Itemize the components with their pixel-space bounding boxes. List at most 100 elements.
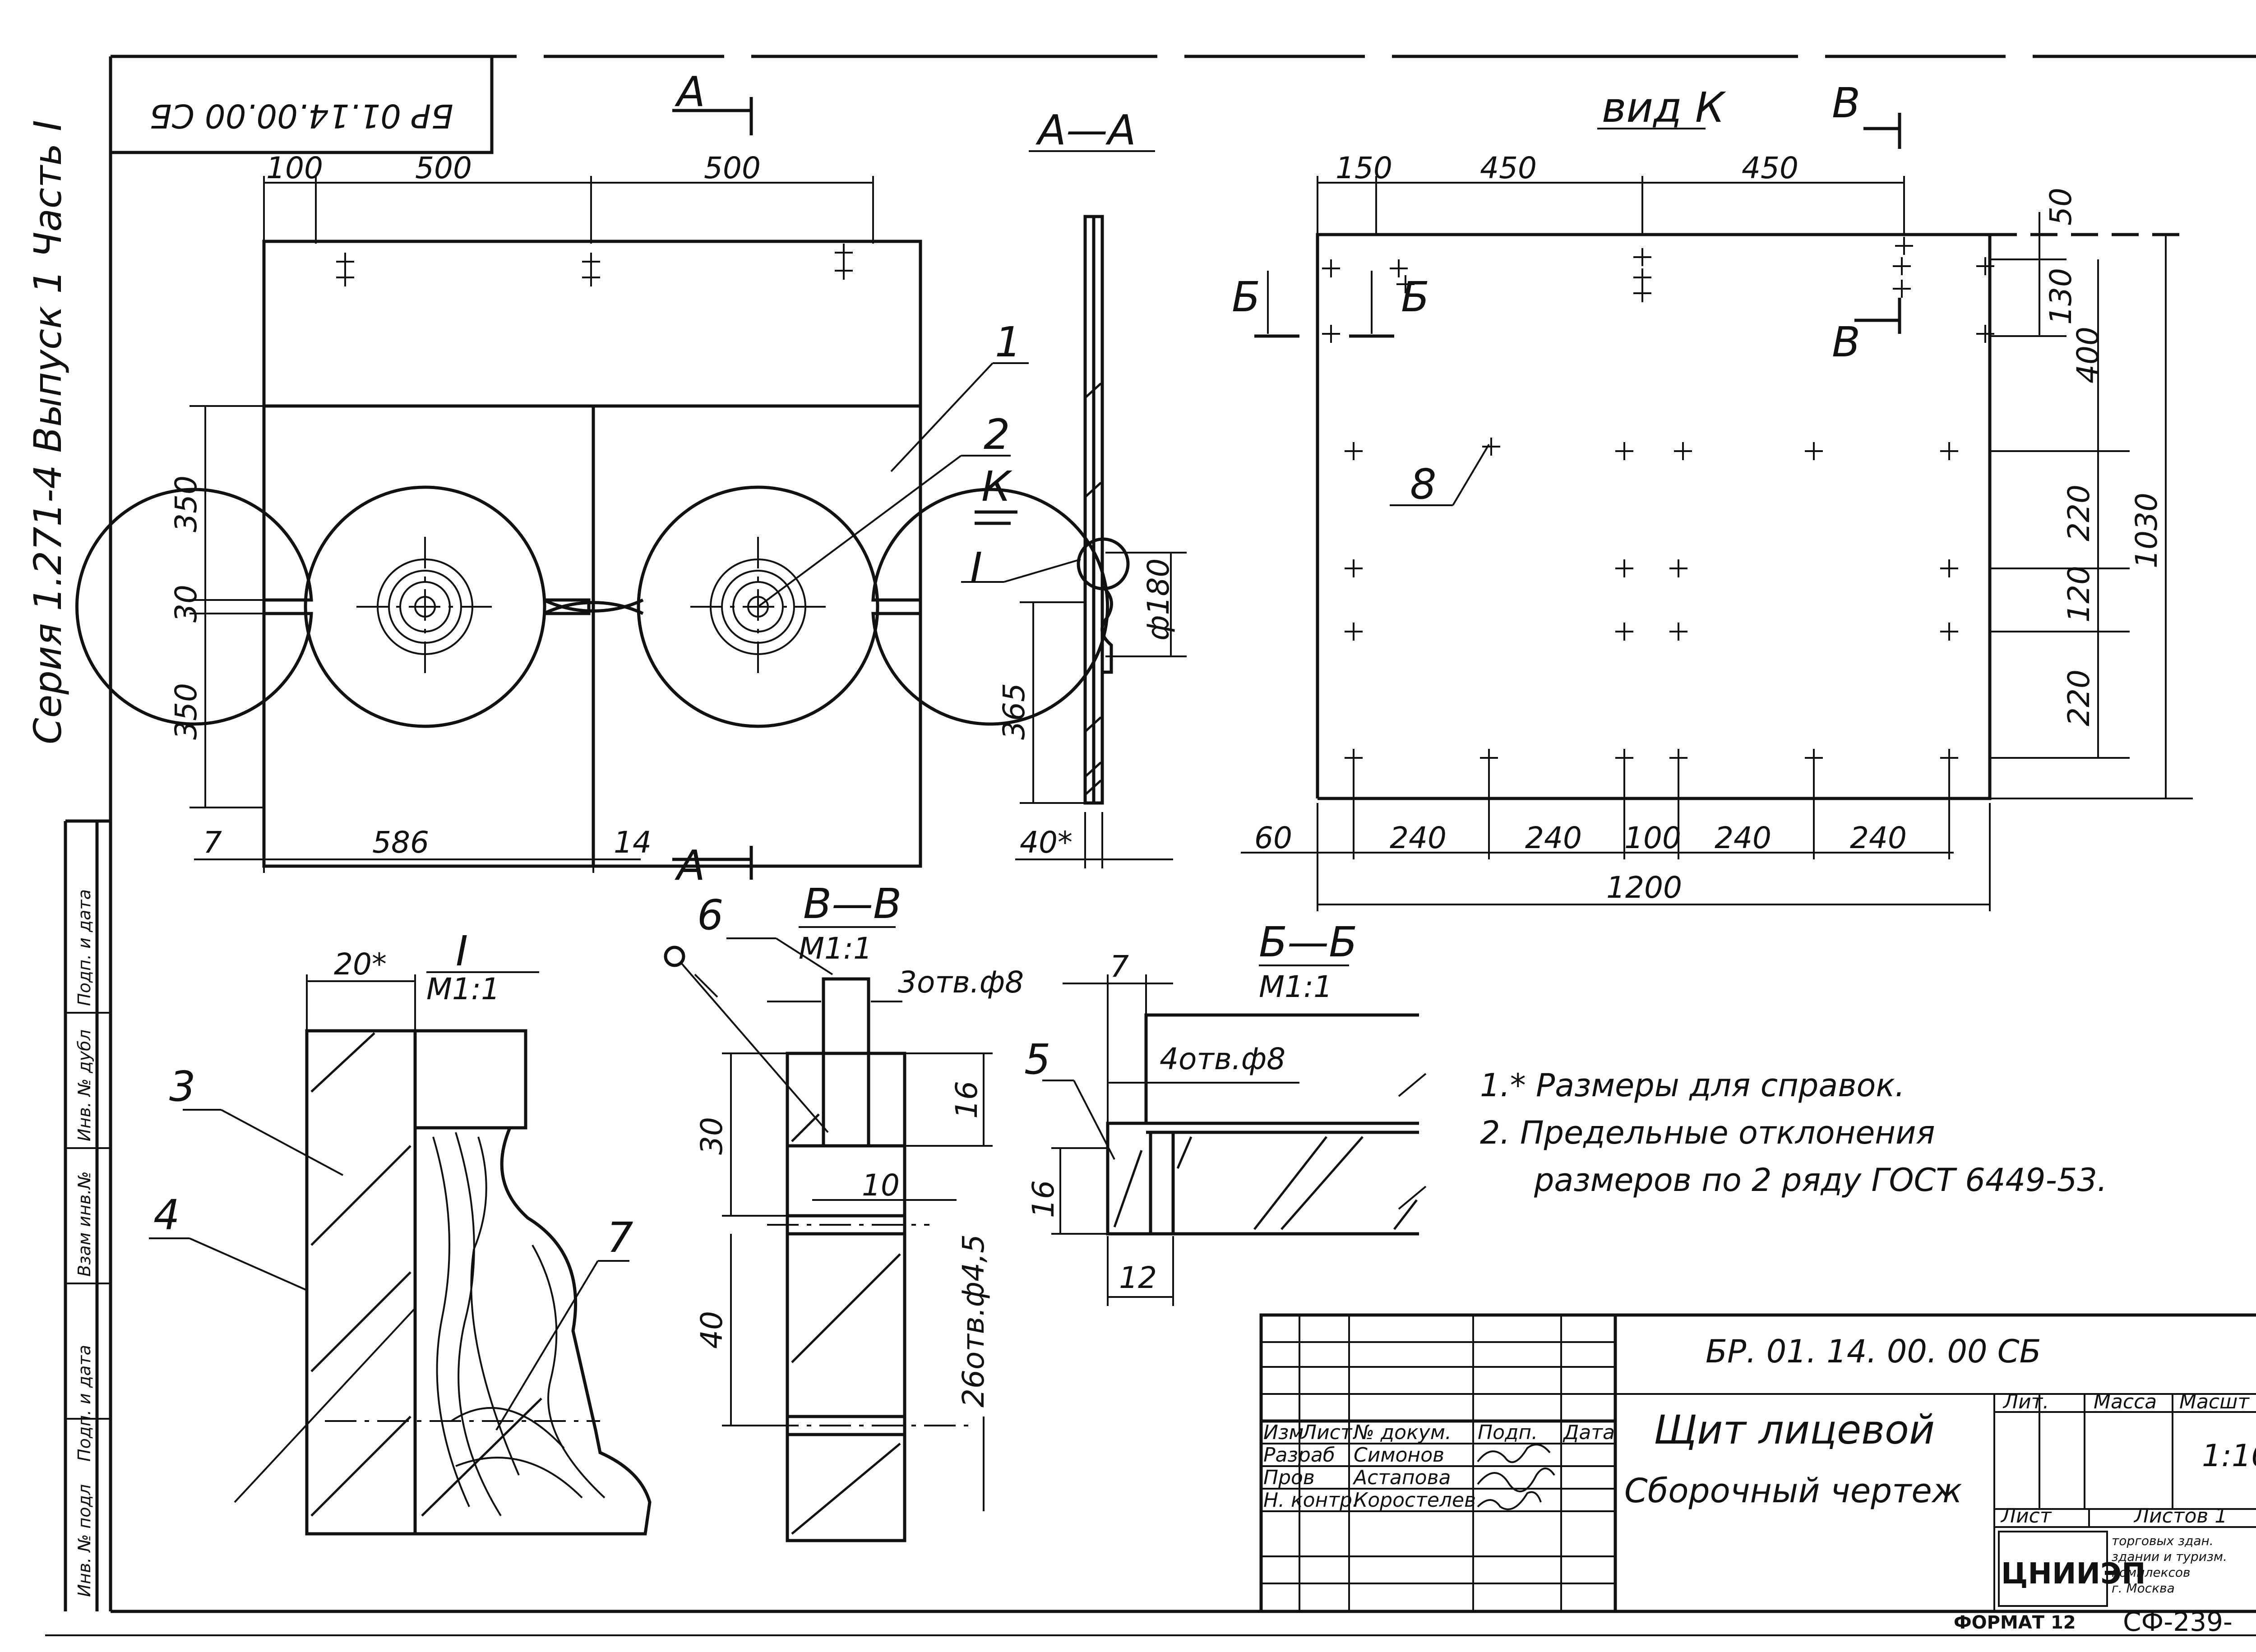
svg-text:30: 30 <box>694 1117 729 1155</box>
svg-text:М1:1: М1:1 <box>1259 969 1332 1004</box>
signatures <box>1477 1444 1555 1510</box>
svg-text:120: 120 <box>2062 566 2096 623</box>
svg-text:100: 100 <box>1624 821 1681 855</box>
front-view <box>75 97 1110 880</box>
section-marker-a-bottom: А <box>675 841 705 890</box>
svg-text:Астапова: Астапова <box>1352 1466 1451 1489</box>
svg-text:М1:1: М1:1 <box>799 931 872 966</box>
svg-text:220: 220 <box>2062 669 2096 726</box>
sheet-frame <box>45 55 2256 1636</box>
svg-text:здании и туризм.: здании и туризм. <box>2112 1549 2227 1564</box>
svg-text:16: 16 <box>1026 1180 1061 1218</box>
svg-text:60: 60 <box>1254 821 1292 855</box>
svg-text:Разраб: Разраб <box>1263 1444 1335 1467</box>
bottom-code: СФ-239- <box>2123 1606 2233 1637</box>
section-aa-title: А—А <box>1036 106 1136 154</box>
doc-code: БР. 01. 14. 00. 00 СБ <box>1706 1333 2041 1370</box>
note-2: 2. Предельные отклонения <box>1480 1114 1935 1151</box>
svg-text:Дата: Дата <box>1563 1421 1615 1444</box>
view-k <box>1241 113 2193 911</box>
svg-text:БР 01.14.00.00 СБ: БР 01.14.00.00 СБ <box>149 97 453 135</box>
svg-text:Подп.: Подп. <box>1478 1421 1538 1444</box>
svg-text:В: В <box>1832 318 1860 366</box>
svg-text:Лист: Лист <box>1301 1421 1353 1444</box>
svg-text:Инв. № дубл: Инв. № дубл <box>74 1029 94 1141</box>
svg-text:240: 240 <box>1525 821 1582 855</box>
callout-7: 7 <box>607 1214 633 1262</box>
section-aa <box>961 150 1187 868</box>
svg-text:26отв.ф4,5: 26отв.ф4,5 <box>956 1234 991 1407</box>
svg-text:240: 240 <box>1850 821 1907 855</box>
svg-text:350: 350 <box>169 475 203 532</box>
svg-text:Б: Б <box>1401 273 1429 321</box>
svg-text:Лит.: Лит. <box>2002 1390 2049 1413</box>
svg-text:Симонов: Симонов <box>1354 1444 1444 1467</box>
svg-text:12: 12 <box>1119 1260 1157 1295</box>
svg-text:14: 14 <box>614 825 652 860</box>
notes: 1.* Размеры для справок. 2. Предельные о… <box>1480 1067 2107 1199</box>
view-k-title: вид К <box>1602 83 1726 132</box>
svg-text:500: 500 <box>415 151 472 185</box>
svg-text:Изм: Изм <box>1263 1421 1304 1444</box>
svg-text:586: 586 <box>372 825 429 860</box>
detail-i-text: I М1:1 20* 3 4 7 <box>153 927 633 1262</box>
svg-text:К: К <box>981 462 1012 511</box>
svg-text:10: 10 <box>862 1168 900 1203</box>
svg-text:Взам инв.№: Взам инв.№ <box>74 1171 94 1277</box>
svg-text:7: 7 <box>203 825 222 860</box>
section-bb <box>1042 964 1427 1306</box>
callout-5: 5 <box>1024 1035 1051 1084</box>
title-block <box>1259 1313 2256 1613</box>
callout-2: 2 <box>984 411 1010 459</box>
svg-text:Лист: Лист <box>2000 1504 2052 1527</box>
svg-text:130: 130 <box>2043 268 2078 325</box>
svg-text:40: 40 <box>694 1311 729 1349</box>
wood-grain <box>432 1132 606 1517</box>
svg-text:Инв. № подл: Инв. № подл <box>74 1484 94 1597</box>
detail-i <box>149 971 652 1536</box>
callout-8: 8 <box>1410 460 1437 508</box>
svg-text:Подп. и дата: Подп. и дата <box>74 1345 94 1462</box>
format-label: ФОРМАТ 12 <box>1954 1612 2076 1633</box>
svg-text:240: 240 <box>1715 821 1771 855</box>
front-view-text: А А 100 500 500 350 30 350 7 586 14 1 2 <box>169 68 1022 890</box>
svg-text:комплексов: комплексов <box>2112 1565 2191 1580</box>
section-aa-text: А—А К I ф180 365 40* <box>970 106 1176 860</box>
drawing-type: Сборочный чертеж <box>1624 1472 1962 1510</box>
svg-text:150: 150 <box>1336 151 1392 185</box>
svg-text:4отв.ф8: 4отв.ф8 <box>1160 1042 1285 1076</box>
svg-text:I: I <box>970 544 982 592</box>
svg-text:М1:1: М1:1 <box>426 972 500 1006</box>
svg-text:400: 400 <box>2071 327 2105 383</box>
svg-text:500: 500 <box>704 151 761 185</box>
svg-text:торговых здан.: торговых здан. <box>2112 1533 2214 1548</box>
side-title: Серия 1.271-4 Выпуск 1 Часть I <box>26 120 70 744</box>
section-vv <box>664 926 993 1542</box>
side-labels: Инв. № подл Подп. и дата Взам инв.№ Инв.… <box>74 889 94 1597</box>
svg-text:Серия 1.271-4 Выпуск 1 Часть I: Серия 1.271-4 Выпуск 1 Часть I <box>26 120 70 744</box>
svg-text:Коростелев: Коростелев <box>1354 1489 1476 1512</box>
svg-text:3отв.ф8: 3отв.ф8 <box>898 965 1024 1000</box>
callout-4: 4 <box>153 1191 180 1239</box>
section-marker-a-top: А <box>675 68 705 116</box>
svg-text:№ докум.: № докум. <box>1352 1421 1452 1444</box>
svg-text:Масшт: Масшт <box>2179 1390 2250 1413</box>
drawing-name: Щит лицевой <box>1654 1407 1935 1453</box>
svg-text:16: 16 <box>949 1081 984 1119</box>
callout-6: 6 <box>697 891 724 939</box>
view-k-text: вид К В В Б Б 150 450 450 50 130 400 220… <box>1232 79 2164 905</box>
svg-text:240: 240 <box>1390 821 1447 855</box>
svg-text:100: 100 <box>266 151 323 185</box>
svg-text:1030: 1030 <box>2129 493 2164 568</box>
svg-text:Листов 1: Листов 1 <box>2133 1504 2227 1527</box>
svg-text:220: 220 <box>2062 485 2096 541</box>
svg-text:350: 350 <box>169 683 203 740</box>
section-vv-title: В—В <box>803 880 901 928</box>
svg-text:г. Москва: г. Москва <box>2112 1581 2175 1596</box>
section-bb-title: Б—Б <box>1259 918 1357 966</box>
svg-text:40*: 40* <box>1020 825 1073 860</box>
svg-text:В: В <box>1832 79 1860 127</box>
section-vv-text: В—В М1:1 6 3отв.ф8 26отв.ф4,5 16 30 10 4… <box>694 880 1024 1407</box>
svg-text:Б: Б <box>1232 273 1260 321</box>
section-bb-text: Б—Б М1:1 5 4отв.ф8 7 16 12 <box>1024 918 1357 1295</box>
